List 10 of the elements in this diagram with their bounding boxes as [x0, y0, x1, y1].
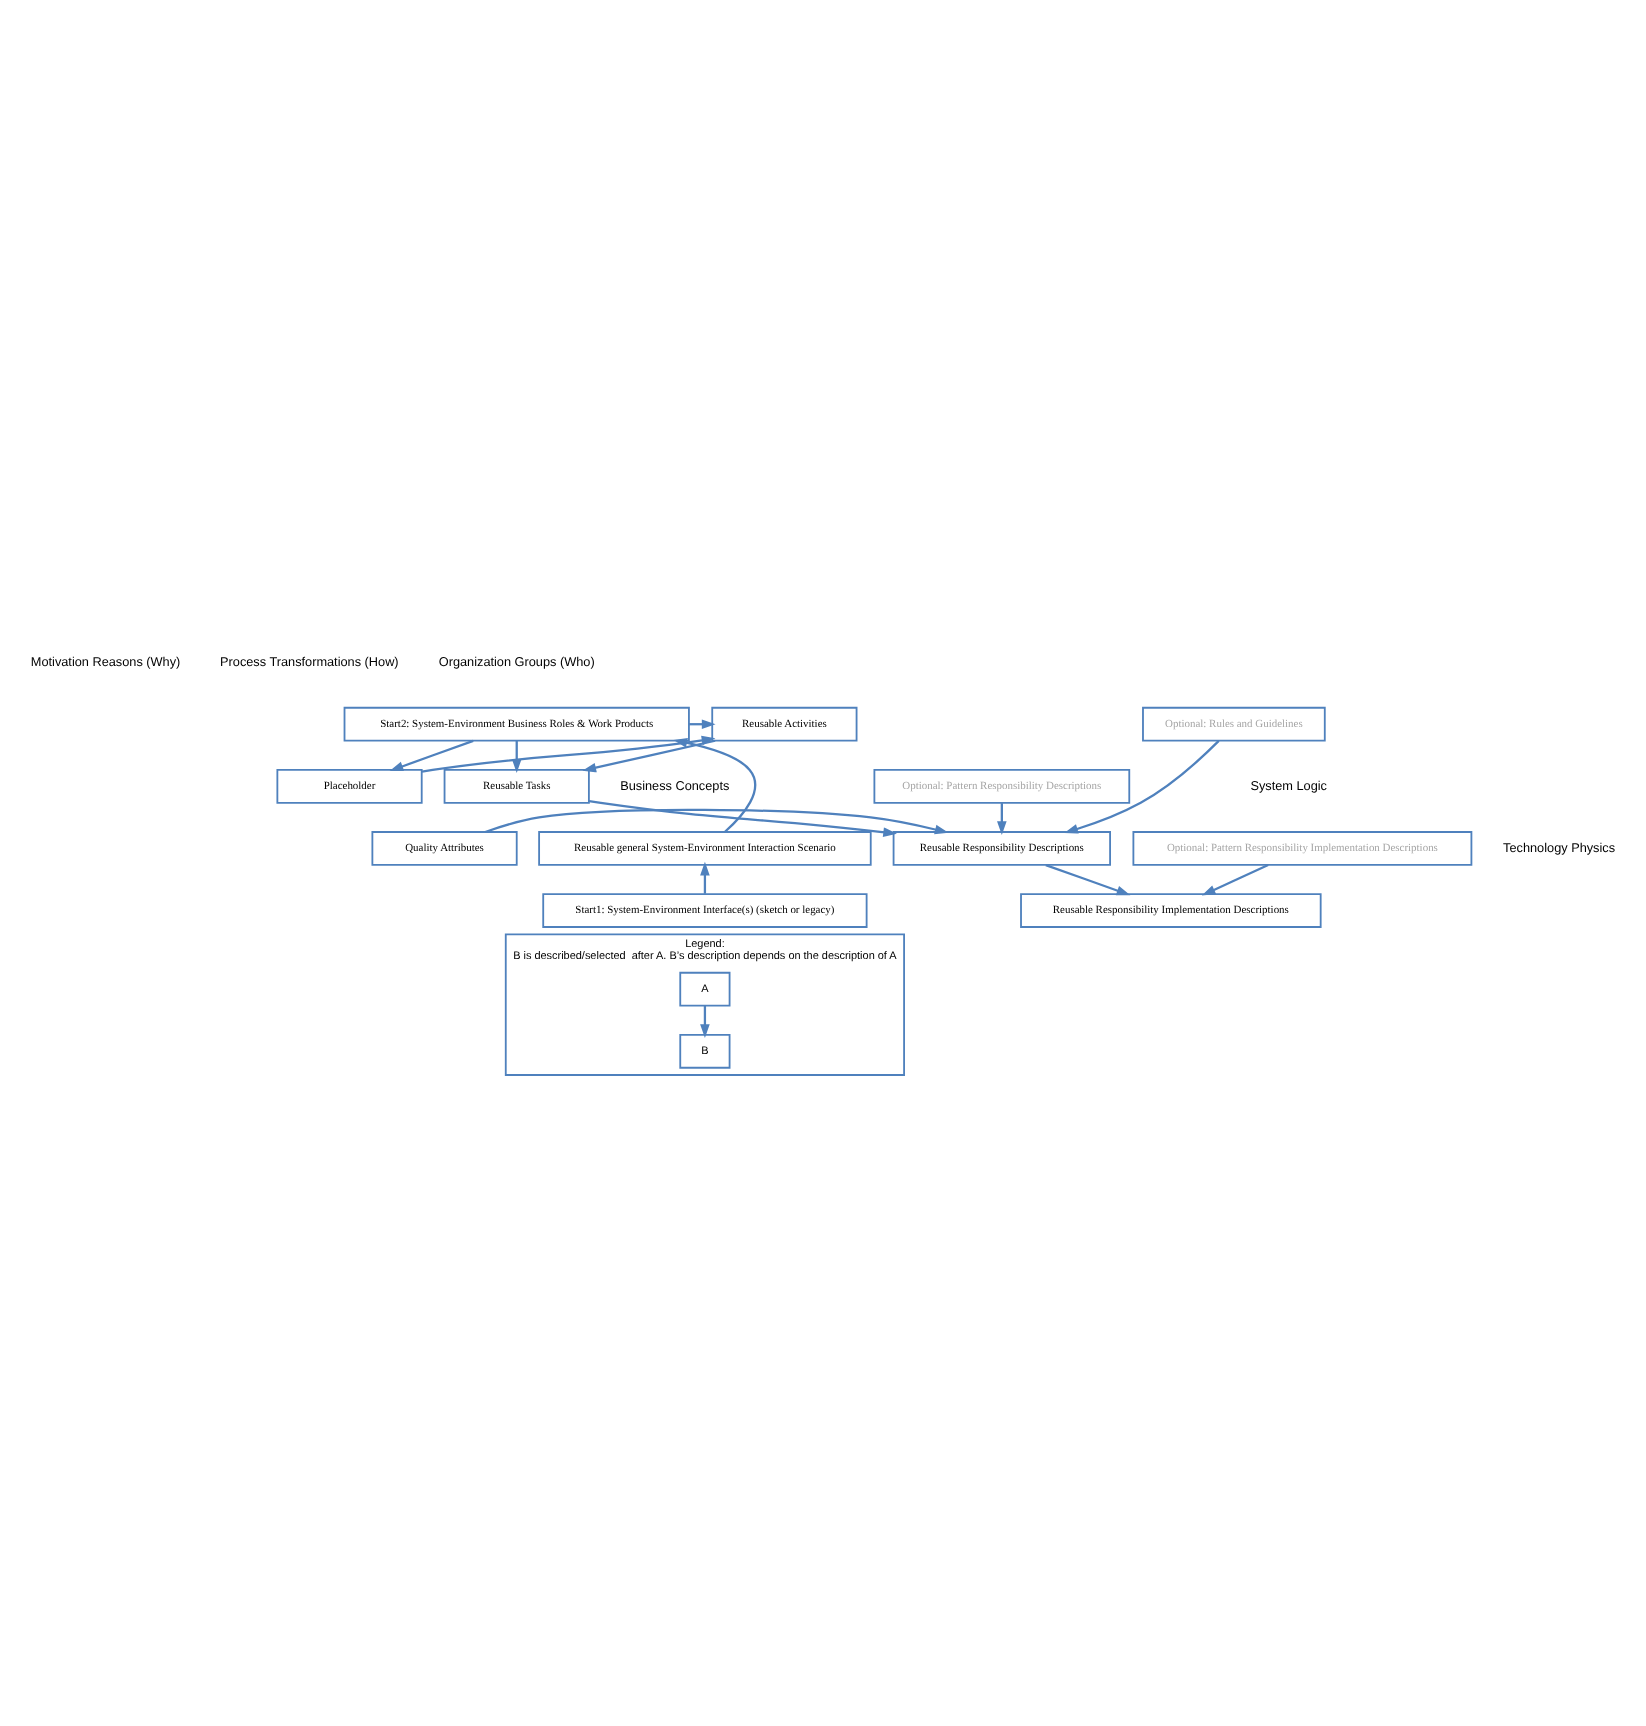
arrow	[484, 807, 949, 834]
arrow	[700, 860, 710, 893]
arrow	[588, 798, 897, 836]
arrow	[997, 802, 1007, 835]
arrow	[1064, 739, 1220, 833]
arrow	[673, 737, 757, 832]
arrow	[582, 738, 716, 772]
arrow	[389, 738, 474, 770]
arrow	[700, 1004, 710, 1037]
arrow	[1201, 863, 1269, 895]
